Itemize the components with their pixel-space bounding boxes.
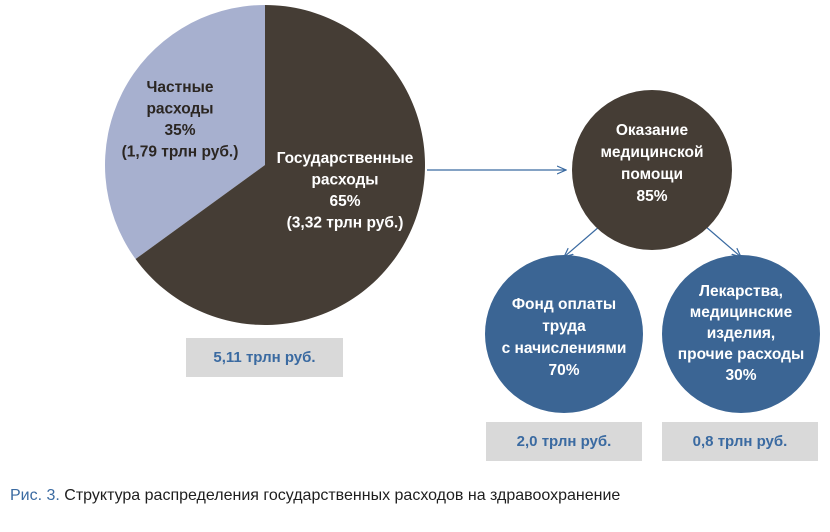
- wages-label-line: с начислениями: [502, 340, 627, 357]
- pie-slice-private-label-line: Частные: [147, 79, 214, 96]
- wages-label-line: Фонд оплаты: [512, 296, 616, 313]
- pie-total-label: 5,11 трлн руб.: [186, 338, 343, 377]
- pie-slice-government-label-line: Государственные: [277, 150, 414, 167]
- drugs-label-line: 30%: [725, 367, 756, 384]
- pie-slice-private-label-line: 35%: [164, 122, 195, 139]
- medical-care-label: Оказание медицинской помощи 85%: [600, 122, 703, 205]
- pie-slice-government-label-line: 65%: [329, 193, 360, 210]
- wages-total-label: 2,0 трлн руб.: [486, 422, 642, 461]
- arrow-to-wages: [564, 225, 601, 257]
- wages-label: Фонд оплаты труда с начислениями 70%: [502, 296, 627, 379]
- wages-circle: [485, 255, 643, 413]
- pie-slice-private-label-line: (1,79 трлн руб.): [122, 143, 239, 160]
- medical-care-label-line: помощи: [621, 166, 683, 183]
- drugs-label-line: медицинские: [690, 304, 793, 321]
- figure-caption: Рис. 3. Структура распределения государс…: [10, 487, 620, 505]
- pie-slice-private: [105, 5, 265, 260]
- pie-slice-government-label-line: (3,32 трлн руб.): [287, 214, 404, 231]
- pie-chart: Частные расходы 35% (1,79 трлн руб.) Государ…: [105, 5, 425, 326]
- figure-caption-text: Структура распределения государственных …: [59, 487, 621, 504]
- wages-label-line: 70%: [548, 362, 579, 379]
- connector-arrows: [427, 170, 741, 257]
- medical-care-label-line: медицинской: [600, 144, 703, 161]
- breakdown-circles: Оказание медицинской помощи 85% Фонд оплаты т…: [485, 90, 820, 413]
- drugs-label-line: изделия,: [707, 325, 775, 342]
- drugs-circle: [662, 255, 820, 413]
- drugs-label-line: Лекарства,: [699, 283, 783, 300]
- pie-slice-private-label: Частные расходы 35% (1,79 трлн руб.): [122, 79, 239, 161]
- medical-care-circle: [572, 90, 732, 250]
- drugs-total-label: 0,8 трлн руб.: [662, 422, 818, 461]
- pie-slice-private-label-line: расходы: [146, 100, 213, 117]
- drugs-label: Лекарства, медицинские изделия, прочие расх…: [678, 283, 804, 384]
- figure-number: Рис. 3.: [10, 487, 60, 504]
- wages-label-line: труда: [542, 318, 586, 335]
- pie-slice-government: [135, 5, 425, 326]
- pie-slice-government-label-line: расходы: [311, 171, 378, 188]
- drugs-label-line: прочие расходы: [678, 346, 804, 363]
- medical-care-label-line: Оказание: [616, 122, 689, 139]
- arrow-to-drugs: [704, 225, 741, 257]
- medical-care-label-line: 85%: [636, 188, 667, 205]
- pie-slice-government-label: Государственные расходы 65% (3,32 трлн руб.…: [277, 150, 414, 232]
